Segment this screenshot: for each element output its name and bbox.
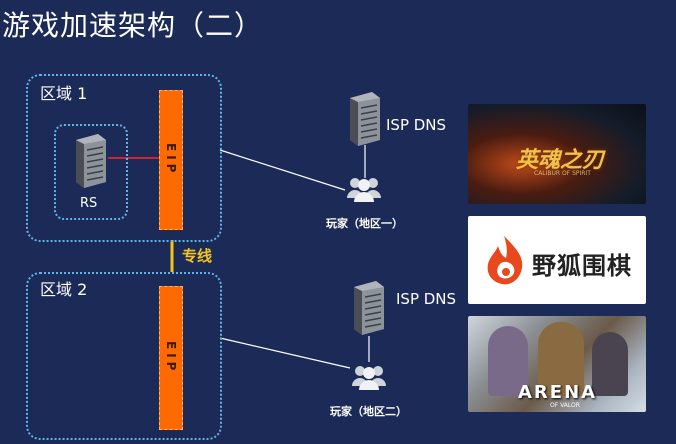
game-3-title: ARENA [518, 382, 598, 403]
region-2 [26, 272, 222, 440]
page-title: 游戏加速架构（二） [2, 9, 264, 42]
game-image-3: ARENA OF VALOR [468, 316, 646, 412]
eip-1: EIP [159, 90, 183, 230]
player-2-users-icon [351, 362, 387, 394]
eip2-player2-line [219, 337, 351, 369]
player-1-label: 玩家（地区一） [326, 217, 403, 230]
game-image-2: 野狐围棋 [468, 216, 646, 304]
isp-dns-2-label: ISP DNS [396, 290, 457, 308]
eip-2: EIP [159, 286, 183, 430]
region-1-label: 区域 1 [40, 84, 88, 103]
isp-dns-1-label: ISP DNS [386, 116, 447, 134]
region-2-label: 区域 2 [40, 280, 88, 299]
isp-dns-1-server-icon [346, 90, 382, 150]
isp-dns-2-server-icon [350, 278, 386, 340]
game-1-title: 英魂之刃 [516, 148, 605, 173]
region-1 [26, 74, 222, 242]
rs-box [54, 124, 128, 220]
character-silhouette [538, 322, 584, 396]
eip-1-label: EIP [164, 143, 178, 177]
character-silhouette [592, 332, 628, 396]
rs-server-icon [72, 132, 108, 192]
player-1-users-icon [346, 174, 382, 206]
game-3-subtitle: OF VALOR [550, 402, 580, 409]
character-silhouette [488, 326, 528, 396]
player-2-label: 玩家（地区二） [330, 405, 407, 418]
dedicated-line-label: 专线 [182, 247, 213, 265]
eip1-player1-line [219, 149, 346, 191]
game-image-1: 英魂之刃 CALIBUR OF SPIRIT [468, 104, 646, 204]
fox-flame-logo [487, 236, 523, 285]
game-1-subtitle: CALIBUR OF SPIRIT [534, 170, 591, 177]
rs-label: RS [80, 196, 98, 211]
game-2-title: 野狐围棋 [532, 252, 632, 280]
eip-2-label: EIP [164, 341, 178, 375]
